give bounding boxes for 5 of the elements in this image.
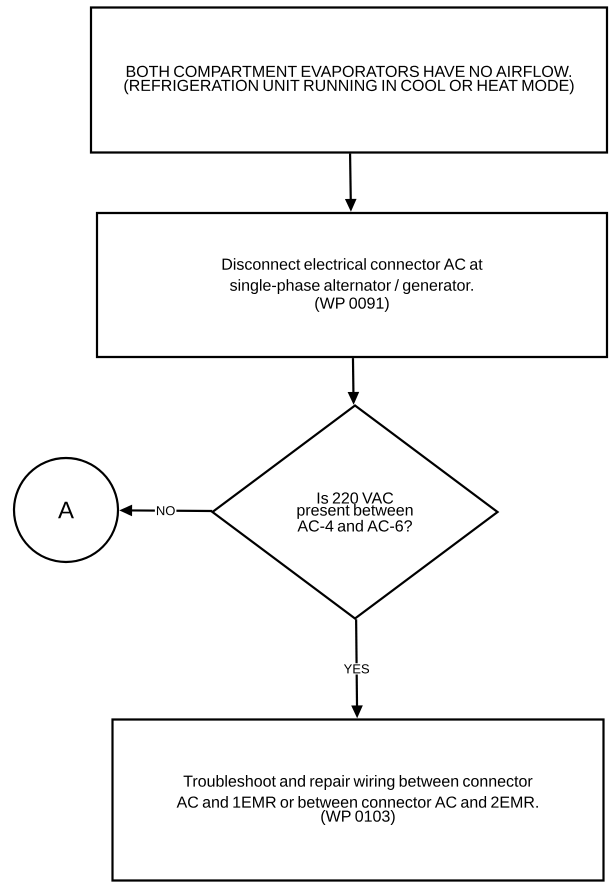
process-box: Troubleshoot and repair wiring between connector AC and 1EMR or between connector AC and 2EMR. (WP 0103) <box>111 718 605 882</box>
process-box: BOTH COMPARTMENT EVAPORATORS HAVE NO AIRFLOW. (REFRIGERATION UNIT RUNNING IN COOL OR HEAT MODE) <box>90 6 608 154</box>
process-box: Disconnect electrical connector AC at single-phase alternator / generator. (WP 0091) <box>96 212 608 358</box>
edge-label: NO <box>154 505 176 516</box>
edge-label: YES <box>342 663 371 674</box>
